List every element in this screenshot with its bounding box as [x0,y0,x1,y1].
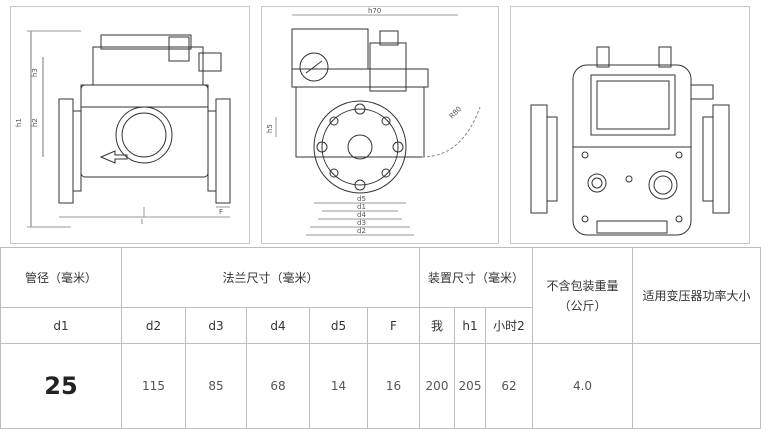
dim-label-r80: R80 [448,105,463,120]
dim-label-f: F [219,208,223,216]
header-weight: 不含包装重量（公斤） [532,247,633,344]
header-d2: d2 [121,307,186,344]
dim-label-h5: h5 [266,124,274,133]
dim-label-h2: h2 [31,118,39,127]
header-h2: 小时2 [485,307,533,344]
header-device-size: 装置尺寸（毫米） [419,247,533,308]
back-view-drawing [510,6,750,244]
dim-label-d5: d5 [357,195,366,203]
side-view-svg: h70 d5 d1 d4 d3 d2 R80 h5 [266,7,481,236]
dim-label-l: l [141,218,143,226]
dim-label-d1: d1 [357,203,366,211]
spec-table: 管径（毫米） 法兰尺寸（毫米） 装置尺寸（毫米） 不含包装重量（公斤） 适用变压… [0,247,761,429]
cell-d4: 68 [246,343,310,429]
cell-l: 200 [419,343,455,429]
header-row-2: d1 d2 d3 d4 d5 F 我 h1 小时2 [0,307,761,344]
cell-d1: 25 [0,343,122,429]
dim-label-d4: d4 [357,211,366,219]
header-transformer-power: 适用变压器功率大小 [632,247,761,344]
header-d5: d5 [309,307,368,344]
header-d1: d1 [0,307,122,344]
cell-d2: 115 [121,343,186,429]
cell-d3: 85 [185,343,247,429]
cell-weight: 4.0 [532,343,633,429]
technical-drawings: h1 h3 h2 l F [10,6,750,244]
header-l: 我 [419,307,455,344]
header-pipe-diameter: 管径（毫米） [0,247,122,308]
side-view-drawing: h70 d5 d1 d4 d3 d2 R80 h5 [261,6,499,244]
header-d3: d3 [185,307,247,344]
cell-d5: 14 [309,343,368,429]
dim-label-d3: d3 [357,219,366,227]
cell-f: 16 [367,343,420,429]
dim-label-h3: h3 [31,68,39,77]
front-view-drawing: h1 h3 h2 l F [10,6,250,244]
dim-label-top: h70 [368,7,381,15]
dim-label-d2: d2 [357,227,366,235]
front-view-svg: h1 h3 h2 l F [15,30,231,228]
cell-h1: 205 [454,343,486,429]
cell-transformer-power [632,343,761,429]
header-f: F [367,307,420,344]
header-flange-size: 法兰尺寸（毫米） [121,247,420,308]
data-row: 25 115 85 68 14 16 200 205 62 4.0 [0,343,761,429]
header-row-1: 管径（毫米） 法兰尺寸（毫米） 装置尺寸（毫米） 不含包装重量（公斤） 适用变压… [0,247,761,344]
dim-label-h1: h1 [15,118,23,127]
back-view-svg [530,46,730,236]
header-h1: h1 [454,307,486,344]
cell-h2: 62 [485,343,533,429]
header-d4: d4 [246,307,310,344]
